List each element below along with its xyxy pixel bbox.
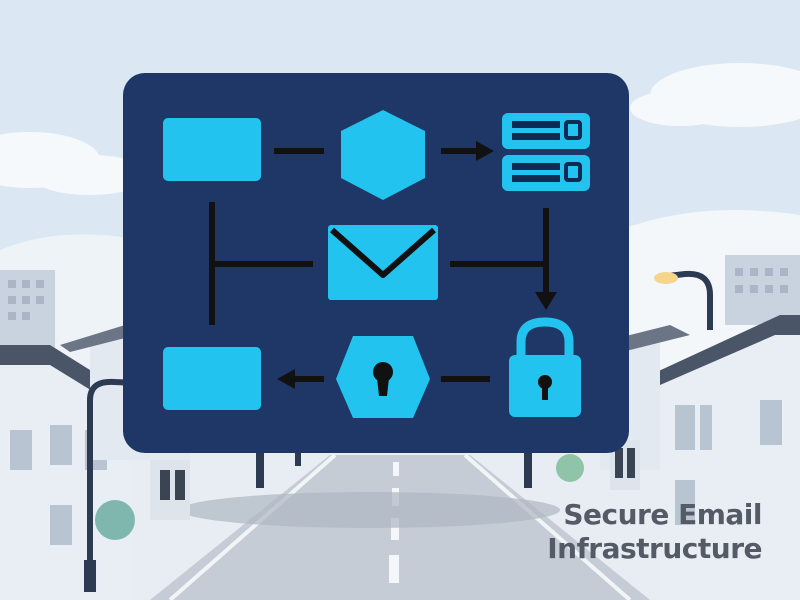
house-right xyxy=(650,315,800,600)
caption-line-1: Secure Email xyxy=(563,498,762,531)
street-lamp-icon xyxy=(654,270,713,330)
road-edge-right xyxy=(463,453,632,600)
road-edge-left xyxy=(168,453,337,600)
panel-post-left xyxy=(256,450,264,488)
panel-post-mid xyxy=(295,450,301,466)
hexagon-node-icon xyxy=(341,110,425,200)
connectors xyxy=(209,148,549,382)
arrow-right-icon xyxy=(476,141,494,161)
building-right-far xyxy=(725,255,800,325)
panel-shadow xyxy=(180,492,560,528)
caption: Secure Email Infrastructure xyxy=(547,498,762,566)
building-left-far xyxy=(0,270,55,350)
keyhole-hexagon-icon xyxy=(336,336,430,418)
padlock-icon xyxy=(509,317,581,417)
server-rack-icon xyxy=(502,113,590,191)
cloud-left xyxy=(0,132,150,195)
panel-post-right xyxy=(524,450,532,488)
rectangle-node-icon xyxy=(163,118,261,181)
cloud-right xyxy=(630,63,800,127)
caption-line-2: Infrastructure xyxy=(547,532,762,565)
rectangle-node-icon xyxy=(163,347,261,410)
arrow-down-icon xyxy=(535,292,557,310)
envelope-icon xyxy=(328,225,438,300)
arrow-left-icon xyxy=(277,369,295,389)
